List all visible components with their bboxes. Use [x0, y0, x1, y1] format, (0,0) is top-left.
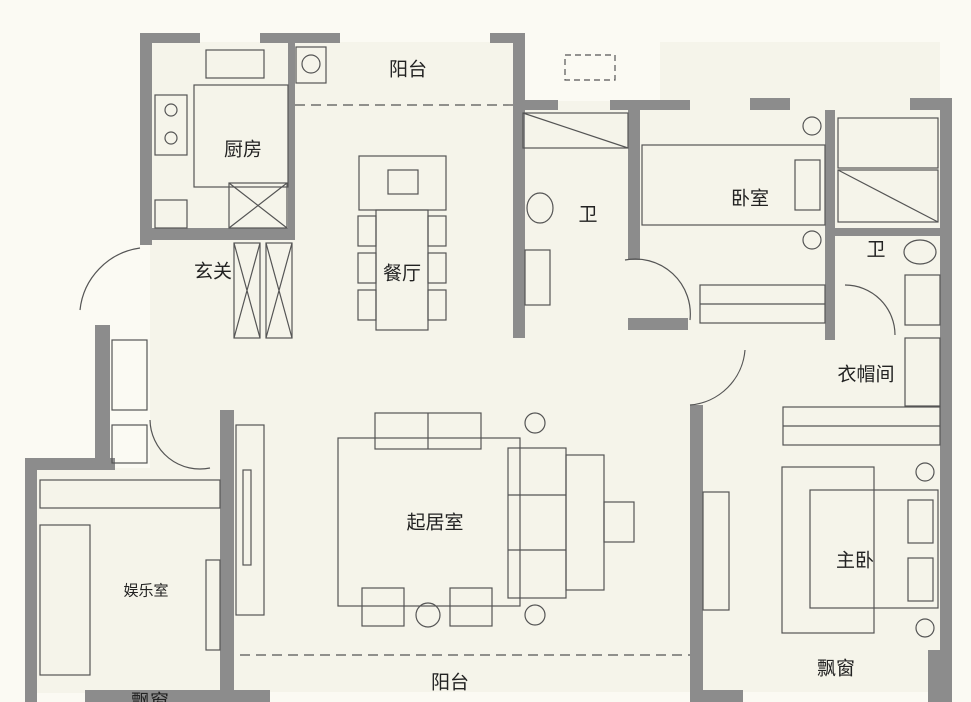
room-label-bath-2: 卫: [866, 238, 886, 261]
room-label-entertainment: 娱乐室: [123, 581, 169, 600]
room-label-bay-window-right: 飘窗: [816, 657, 856, 680]
room-label-bath-1: 卫: [578, 203, 598, 226]
room-label-master-bedroom: 主卧: [835, 549, 875, 572]
room-label-living: 起居室: [406, 511, 464, 534]
room-label-balcony-bottom: 阳台: [430, 671, 470, 694]
room-label-entry: 玄关: [193, 260, 233, 283]
room-label-dining: 餐厅: [382, 262, 422, 285]
room-label-balcony-top: 阳台: [388, 58, 428, 81]
walls: [25, 33, 952, 702]
room-label-kitchen: 厨房: [223, 138, 263, 161]
room-label-bedroom: 卧室: [730, 187, 770, 210]
fixtures: [39, 46, 941, 676]
room-label-bay-window-left: 飘窗: [130, 690, 170, 702]
room-label-closet: 衣帽间: [837, 363, 895, 386]
